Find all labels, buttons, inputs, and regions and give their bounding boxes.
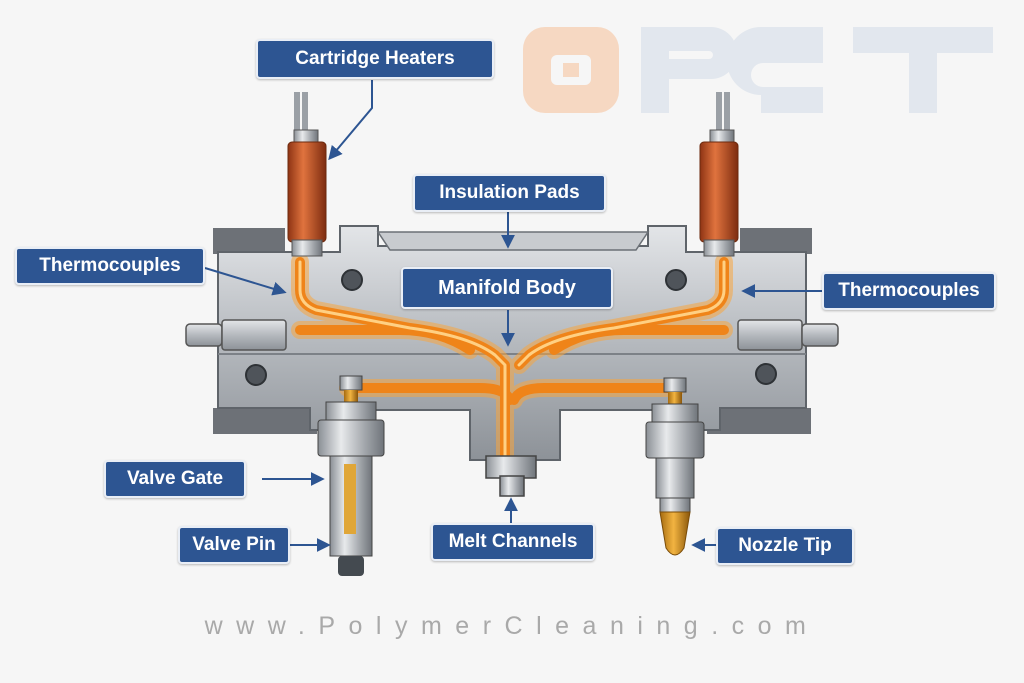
valve-gate-label: Valve Gate (104, 460, 246, 498)
valve-pin-label: Valve Pin (178, 526, 290, 564)
thermocouples-right-label: Thermocouples (822, 272, 996, 310)
thermocouples-left-label: Thermocouples (15, 247, 205, 285)
nozzle-tip-label: Nozzle Tip (716, 527, 854, 565)
insulation-pads-label: Insulation Pads (413, 174, 606, 212)
right-cartridge-heater (699, 92, 739, 257)
nozzle-assembly (645, 377, 705, 556)
logo-o-mark (523, 27, 619, 113)
right-bottom-pad (707, 408, 811, 434)
opct-logo (523, 27, 993, 113)
callout-arrows (204, 80, 822, 552)
left-bottom-pad (213, 408, 317, 434)
left-cartridge-heater (287, 92, 327, 257)
website-url: www.PolymerCleaning.com (204, 612, 820, 640)
logo-pct-mark (641, 27, 993, 113)
melt-channels-label: Melt Channels (431, 523, 595, 561)
melt-channels-shape (291, 253, 733, 479)
manifold-body-label: Manifold Body (401, 267, 613, 309)
valve-gate-assembly (317, 375, 385, 576)
cartridge-heaters-label: Cartridge Heaters (256, 39, 494, 79)
right-top-pad (740, 228, 812, 254)
left-top-pad (213, 228, 285, 254)
insulation-pad-shape (376, 231, 650, 251)
